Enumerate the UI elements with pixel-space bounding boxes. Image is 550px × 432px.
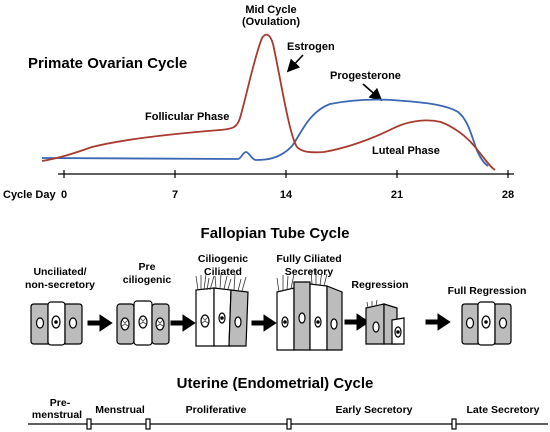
- stage-label-preciliogenic: Pre: [139, 261, 156, 273]
- uterine-title: Uterine (Endometrial) Cycle: [177, 375, 374, 392]
- cycle-day-tick-label: 14: [280, 189, 293, 201]
- stage-label-ciliogenic-2: Ciliated: [204, 266, 242, 278]
- mid-cycle-label: Mid Cycle: [245, 4, 296, 16]
- progesterone-label: Progesterone: [330, 70, 401, 82]
- cycle-day-ticks: 0 7 14 21 28: [61, 170, 514, 201]
- stage-label-unciliated-2: non-secretory: [25, 279, 95, 291]
- luteal-phase-label: Luteal Phase: [372, 145, 440, 157]
- estrogen-curve: [41, 33, 496, 171]
- phase-label-early-secretory: Early Secretory: [335, 404, 412, 416]
- estrogen-label: Estrogen: [287, 41, 335, 53]
- cycle-day-label: Cycle Day: [3, 189, 56, 201]
- stage-arrow-3: [251, 314, 277, 332]
- stage-label-full-regression: Full Regression: [448, 285, 527, 297]
- cycle-day-tick-label: 0: [61, 189, 67, 201]
- estrogen-arrow: [286, 54, 304, 73]
- ovarian-cycle-section: Primate Ovarian Cycle Mid Cycle (Ovulati…: [3, 4, 514, 201]
- phase-label-premenstrual-2: menstrual: [32, 409, 82, 421]
- progesterone-curve: [41, 98, 489, 167]
- ovarian-title: Primate Ovarian Cycle: [28, 55, 187, 72]
- fallopian-section: Fallopian Tube Cycle Unciliated/ non-sec…: [25, 225, 526, 351]
- cell-group-fully-ciliated: [276, 269, 343, 351]
- cell-group-ciliogenic: [195, 273, 249, 347]
- uterine-dividers: [86, 418, 457, 430]
- phase-label-menstrual: Menstrual: [95, 404, 145, 416]
- uterine-section: Uterine (Endometrial) Cycle Pre- menstru…: [28, 375, 548, 430]
- stage-labels: Unciliated/ non-secretory Pre ciliogenic…: [25, 253, 526, 297]
- stage-arrow-2: [170, 314, 196, 332]
- stage-label-ciliogenic: Ciliogenic: [198, 253, 248, 265]
- phase-label-proliferative: Proliferative: [186, 404, 247, 416]
- fallopian-title: Fallopian Tube Cycle: [201, 225, 350, 242]
- cycle-day-tick-label: 28: [502, 189, 514, 201]
- phase-label-premenstrual: Pre-: [50, 397, 71, 409]
- cell-group-unciliated: [30, 301, 83, 346]
- stage-label-preciliogenic-2: ciliogenic: [123, 274, 172, 286]
- cycle-day-tick-label: 21: [391, 189, 403, 201]
- phase-label-late-secretory: Late Secretory: [467, 404, 540, 416]
- stage-arrow-1: [87, 314, 113, 332]
- stage-label-unciliated: Unciliated/: [33, 266, 86, 278]
- ovulation-label: (Ovulation): [242, 16, 300, 28]
- cell-group-regression: [365, 299, 405, 345]
- cell-group-full-regression: [461, 301, 512, 346]
- stage-arrow-5: [425, 313, 451, 331]
- stage-arrow-4: [344, 313, 370, 331]
- progesterone-arrow: [362, 83, 383, 102]
- stage-label-regression: Regression: [351, 279, 408, 291]
- follicular-phase-label: Follicular Phase: [145, 111, 229, 123]
- cell-group-preciliogenic: [116, 300, 170, 346]
- stage-label-fully-ciliated: Fully Ciliated: [276, 253, 341, 265]
- cycle-day-tick-label: 7: [172, 189, 178, 201]
